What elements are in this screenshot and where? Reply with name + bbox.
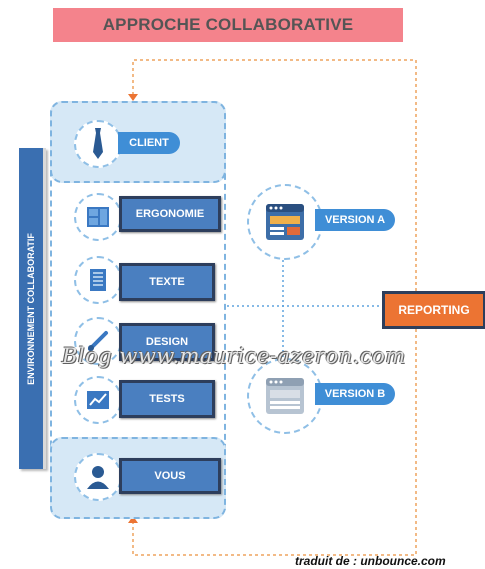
page-title: APPROCHE COLLABORATIVE bbox=[53, 8, 403, 42]
person-icon bbox=[74, 453, 122, 501]
vous-box: VOUS bbox=[119, 458, 221, 494]
tie-icon bbox=[74, 120, 122, 168]
chart-icon bbox=[74, 376, 122, 424]
version-a-label: VERSION A bbox=[315, 209, 395, 231]
sidebar-collaborative-environment: ENVIRONNEMENT COLLABORATIF bbox=[19, 148, 46, 469]
design-box: DESIGN bbox=[119, 323, 215, 361]
reporting-box: REPORTING bbox=[382, 291, 485, 329]
ergonomie-box: ERGONOMIE bbox=[119, 196, 221, 232]
texte-box: TEXTE bbox=[119, 263, 215, 301]
credit-text: traduit de : unbounce.com bbox=[295, 554, 446, 568]
version-b-page-icon bbox=[247, 358, 323, 434]
tests-box: TESTS bbox=[119, 380, 215, 418]
brush-icon bbox=[74, 317, 122, 365]
sidebar-label: ENVIRONNEMENT COLLABORATIF bbox=[26, 232, 36, 385]
document-icon bbox=[74, 256, 122, 304]
version-a-page-icon bbox=[247, 184, 323, 260]
client-label: CLIENT bbox=[118, 132, 180, 154]
watermark: Blog www.maurice-azeron.com bbox=[62, 344, 406, 368]
layout-icon bbox=[74, 193, 122, 241]
version-b-label: VERSION B bbox=[315, 383, 395, 405]
